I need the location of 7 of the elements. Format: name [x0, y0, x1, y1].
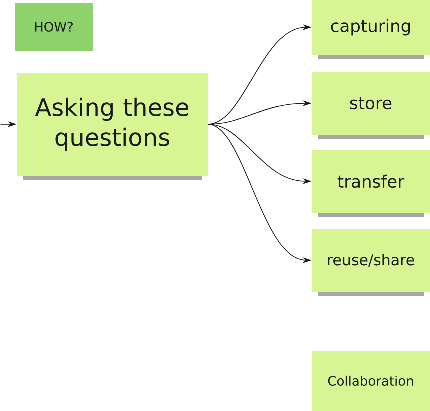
sticky-note: Collaboration — [312, 351, 430, 411]
sticky-note: transfer — [312, 150, 430, 217]
sticky-note: store — [312, 72, 430, 139]
sticky-note: capturing — [312, 0, 430, 59]
note-box: HOW? — [15, 3, 93, 51]
sticky-note: reuse/share — [312, 229, 430, 296]
sticky-note: Asking these questions — [17, 73, 208, 180]
